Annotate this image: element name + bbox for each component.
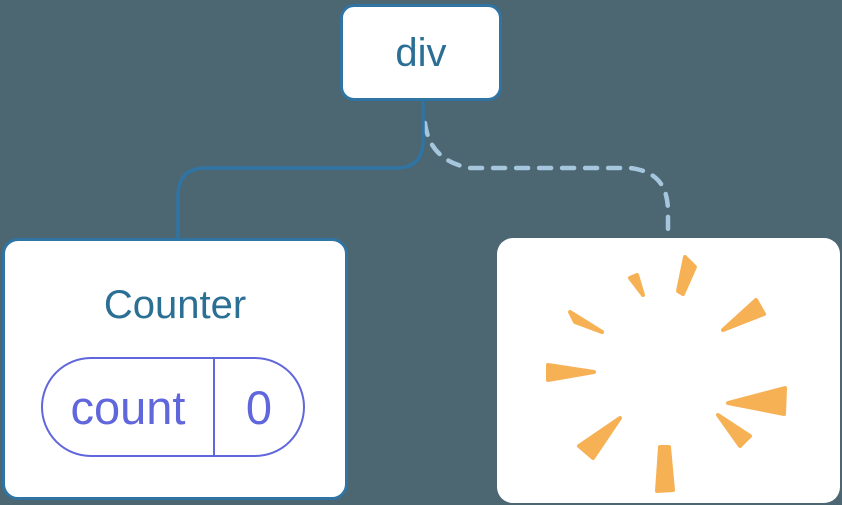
dashed-connector-line — [422, 120, 671, 241]
state-key-cell: count — [43, 359, 215, 455]
state-value-cell: 0 — [215, 359, 303, 455]
state-pill: count 0 — [41, 357, 305, 457]
tree-node-div: div — [340, 4, 502, 101]
counter-node-title: Counter — [103, 283, 247, 327]
poof-icon — [546, 255, 787, 493]
state-key-label: count — [70, 380, 186, 434]
tree-node-removed — [497, 238, 840, 503]
state-value-label: 0 — [245, 380, 273, 434]
solid-connector-line — [176, 101, 425, 240]
tree-node-counter: Counter count 0 — [2, 238, 348, 500]
node-label-div: div — [395, 30, 447, 75]
